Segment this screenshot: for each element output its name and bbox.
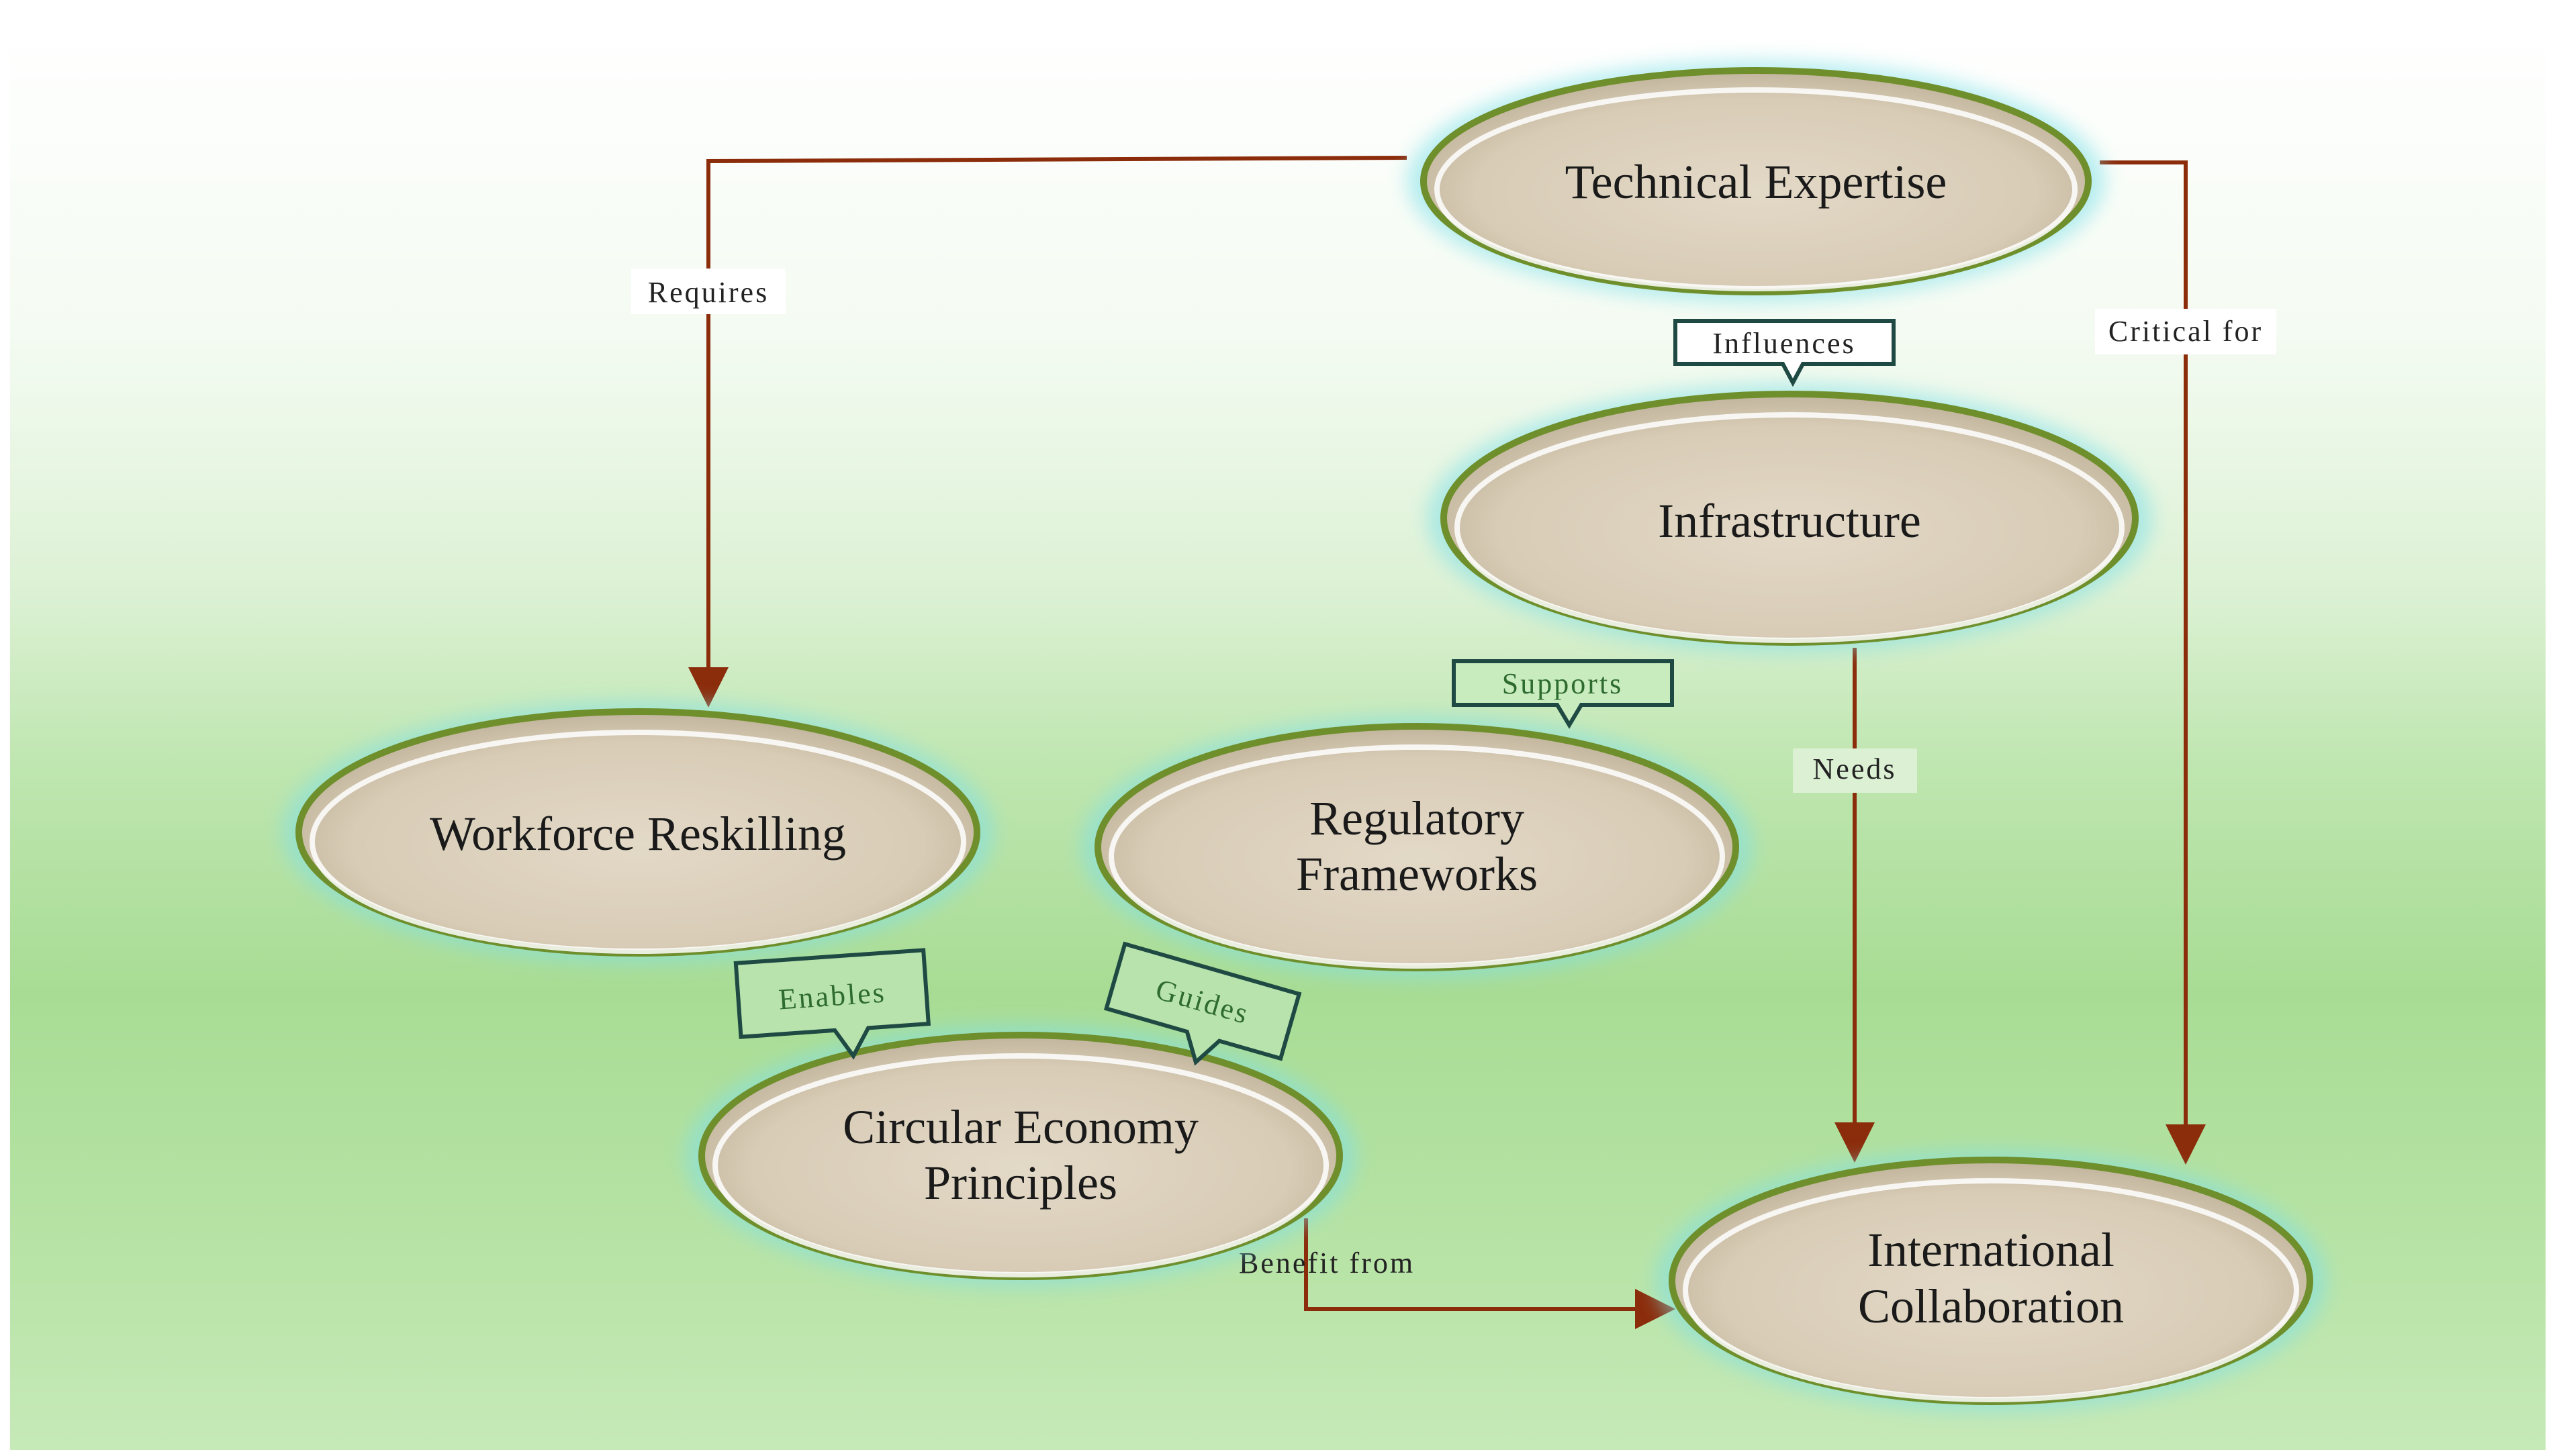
edge-layer (688, 156, 2206, 1329)
callout-enables-label: Enables (778, 975, 887, 1016)
edge-requires-line (688, 156, 1407, 708)
callout-guides: Guides (1103, 941, 1302, 1066)
edge-label-layer: Requires Critical for Needs Benefit from (631, 269, 2276, 1279)
callout-supports-label: Supports (1502, 667, 1623, 700)
edge-critical-for-label: Critical for (2108, 315, 2263, 348)
concept-map: Requires Critical for Needs Benefit from… (282, 60, 2327, 1412)
edge-needs-label-bg (1793, 748, 1917, 793)
node-workforce-reskilling-label: Workforce Reskilling (430, 807, 846, 861)
node-circular-economy-label-line2: Principles (924, 1156, 1117, 1210)
node-international-collaboration-label-line1: International (1867, 1223, 2114, 1277)
node-layer: Technical Expertise Infrastructure Workf… (282, 60, 2327, 1412)
node-circular-economy-label-line1: Circular Economy (843, 1100, 1199, 1154)
node-regulatory-frameworks-label-line1: Regulatory (1309, 791, 1524, 845)
node-infrastructure-label: Infrastructure (1658, 494, 1921, 548)
edge-critical-for-label-bg (2095, 309, 2276, 354)
edge-requires-label-bg (631, 269, 786, 314)
callout-layer: Influences Supports Enables Guides (733, 319, 1896, 1066)
edge-requires-label: Requires (648, 276, 769, 309)
callout-supports: Supports (1452, 659, 1674, 729)
edge-critical-for-line (2100, 160, 2206, 1165)
node-international-collaboration-label-line2: Collaboration (1858, 1279, 2124, 1333)
callout-influences-label: Influences (1712, 327, 1855, 360)
node-workforce-reskilling[interactable]: Workforce Reskilling (282, 701, 994, 963)
node-technical-expertise[interactable]: Technical Expertise (1407, 60, 2105, 302)
node-regulatory-frameworks-label-line2: Frameworks (1296, 847, 1538, 901)
node-circular-economy[interactable]: Circular Economy Principles (685, 1025, 1356, 1287)
node-infrastructure[interactable]: Infrastructure (1427, 384, 2152, 652)
callout-enables: Enables (733, 948, 931, 1060)
node-international-collaboration[interactable]: International Collaboration (1655, 1150, 2327, 1412)
node-technical-expertise-label: Technical Expertise (1565, 155, 1947, 209)
node-regulatory-frameworks[interactable]: Regulatory Frameworks (1081, 716, 1753, 978)
diagram-canvas: Requires Critical for Needs Benefit from… (10, 20, 2546, 1450)
callout-influences: Influences (1673, 319, 1896, 387)
edge-benefit-from-line (1304, 1218, 1675, 1329)
edge-benefit-from-label: Benefit from (1239, 1247, 1415, 1279)
edge-needs-label: Needs (1813, 753, 1897, 785)
